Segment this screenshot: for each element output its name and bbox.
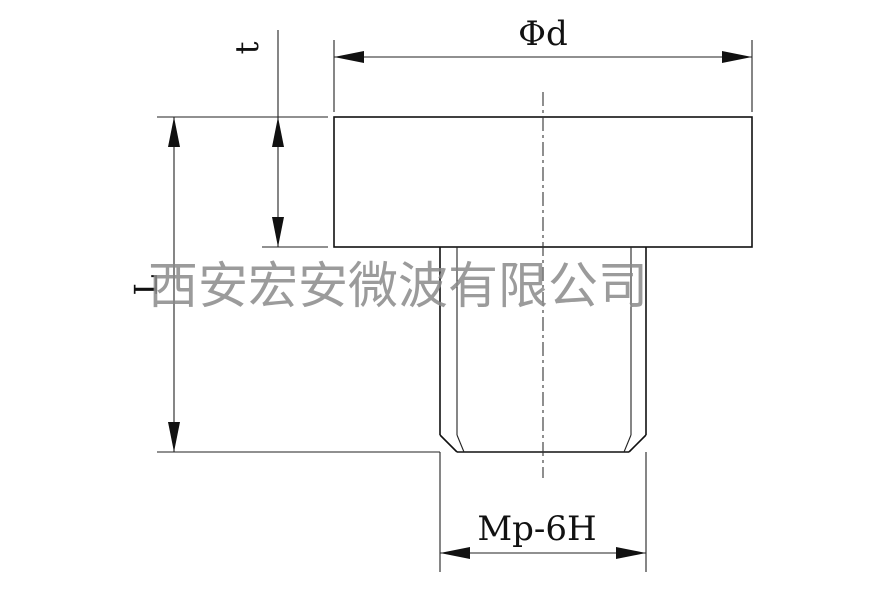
length-dimension (157, 116, 440, 453)
thread-label: Mp-6H (477, 509, 596, 549)
thickness-dimension (262, 30, 328, 248)
diameter-dimension (333, 40, 753, 112)
diameter-label: Φd (518, 14, 568, 54)
shank-outline (439, 247, 647, 453)
company-watermark: 西安宏安微波有限公司 (148, 257, 648, 315)
thickness-label: t (228, 41, 266, 54)
length-label: L (127, 274, 165, 295)
thread-dimension (439, 452, 647, 572)
